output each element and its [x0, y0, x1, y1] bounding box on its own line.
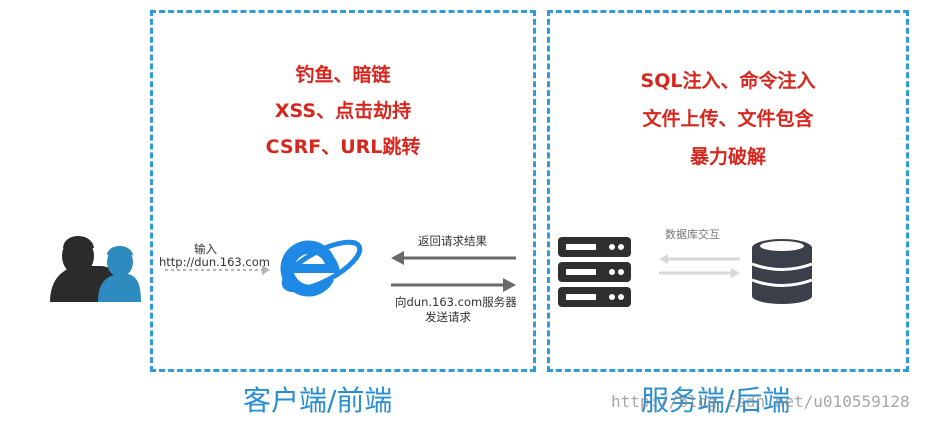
db-interaction-label: 数据库交互 [665, 228, 720, 241]
response-label: 返回请求结果 [418, 234, 487, 248]
server-section-box [547, 10, 909, 372]
request-label-line2: 发送请求 [425, 310, 471, 324]
server-section-label: 服务端/后端 [641, 384, 791, 417]
client-section-label: 客户端/前端 [243, 384, 393, 417]
request-arrow [391, 278, 516, 292]
client-section-box [150, 10, 536, 372]
users-icon [50, 236, 141, 302]
input-url: http://dun.163.com [159, 255, 270, 269]
server-threat-list: SQL注入、命令注入 文件上传、文件包含 暴力破解 [560, 62, 896, 176]
database-icon [751, 239, 813, 304]
client-threat-item: XSS、点击劫持 [274, 100, 412, 122]
server-rack-icon [558, 237, 631, 307]
db-interaction-arrows [659, 254, 740, 278]
ie-browser-icon [280, 239, 363, 297]
client-threat-item: CSRF、URL跳转 [265, 136, 421, 158]
input-arrow [165, 265, 270, 275]
server-threat-item: 文件上传、文件包含 [642, 108, 814, 130]
input-label: 输入 [194, 242, 217, 256]
response-arrow [391, 251, 516, 265]
server-threat-item: 暴力破解 [689, 146, 766, 168]
client-threat-list: 钓鱼、暗链 XSS、点击劫持 CSRF、URL跳转 [170, 57, 516, 165]
watermark: http://blog.csdn.net/u010559128 [611, 392, 910, 411]
client-threat-item: 钓鱼、暗链 [295, 64, 391, 86]
request-label-line1: 向dun.163.com服务器 [395, 295, 517, 309]
server-threat-item: SQL注入、命令注入 [640, 70, 816, 92]
